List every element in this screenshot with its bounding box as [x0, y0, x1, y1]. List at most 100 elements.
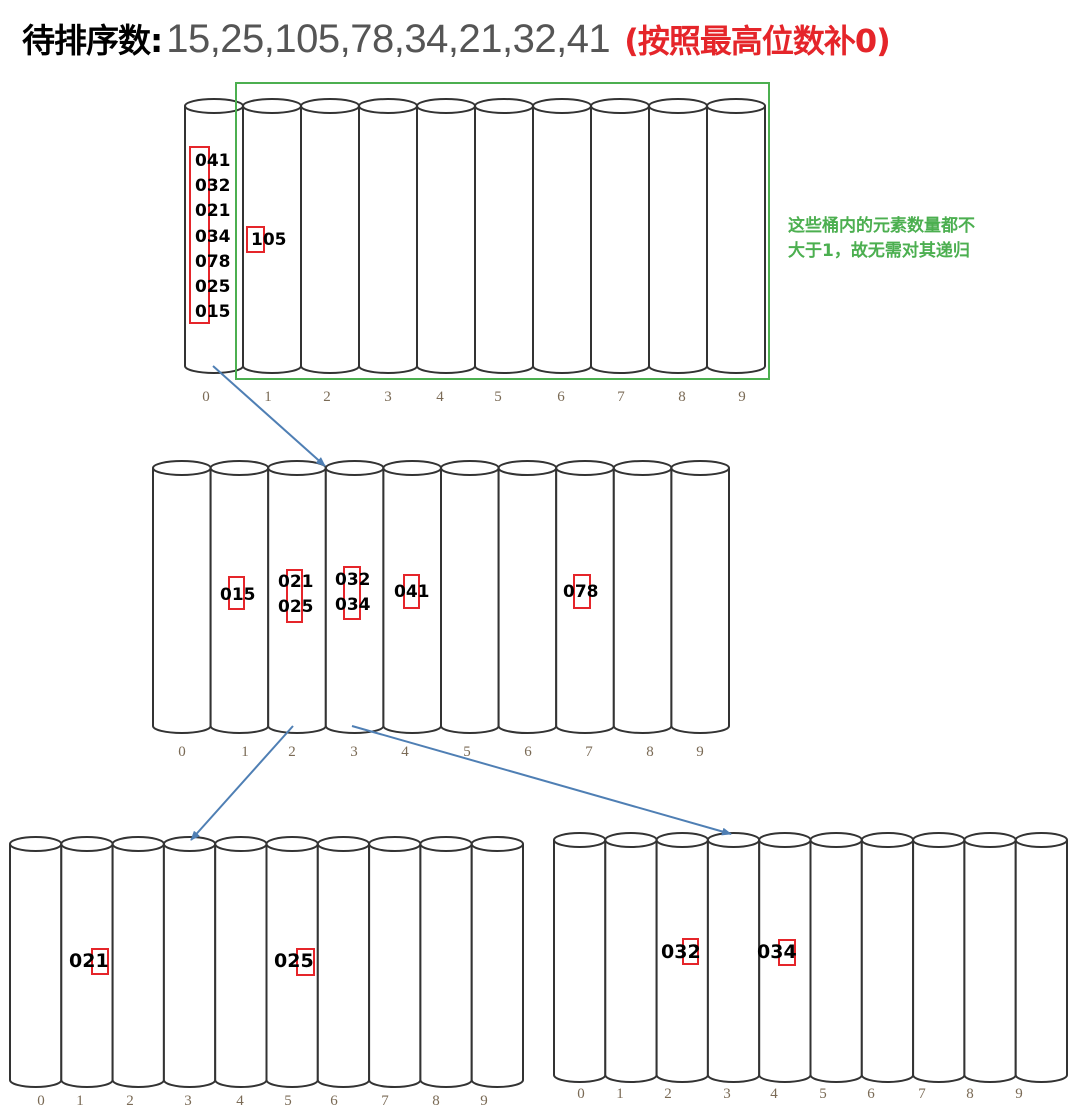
bucket-index-label: 3 — [350, 744, 358, 760]
bucket-cylinder — [963, 832, 1017, 1083]
bucket-index-label: 1 — [241, 744, 249, 760]
arrow-l2b3-to-l3b — [351, 725, 732, 836]
bucket-cylinder — [758, 832, 812, 1083]
value-l1-b1: 105 — [251, 230, 287, 250]
bucket-cylinder — [670, 460, 731, 734]
bucket-index-label: 5 — [494, 389, 502, 405]
bucket-index-label: 3 — [384, 389, 392, 405]
bucket-index-label: 2 — [126, 1093, 134, 1109]
bucket-cylinder — [60, 836, 114, 1088]
bucket-cylinder — [267, 460, 327, 734]
bucket-index-label: 0 — [202, 389, 210, 405]
bucket-cylinder — [214, 836, 268, 1088]
bucket-index-label: 6 — [557, 389, 565, 405]
bucket-index-label: 2 — [288, 744, 296, 760]
bucket-index-label: 6 — [867, 1086, 875, 1102]
bucket-cylinder — [648, 98, 708, 374]
bucket-index-label: 9 — [1015, 1086, 1023, 1102]
bucket-cylinder — [532, 98, 592, 374]
value-l1-b0-2: 021 — [195, 201, 231, 221]
bucket-cylinder — [300, 98, 360, 374]
bucket-cylinder — [152, 460, 212, 734]
bucket-index-label: 4 — [236, 1093, 244, 1109]
bucket-cylinder — [358, 98, 418, 374]
highlight-boxes — [91, 146, 796, 976]
bucket-index-label: 3 — [184, 1093, 192, 1109]
bucket-index-label: 4 — [436, 389, 444, 405]
bucket-index-label: 5 — [463, 744, 471, 760]
value-l3a-b5: 025 — [274, 950, 314, 972]
bucket-index-label: 9 — [696, 744, 704, 760]
bucket-index-label: 1 — [76, 1093, 84, 1109]
bucket-cylinder — [242, 98, 302, 374]
bucket-cylinder — [368, 836, 422, 1088]
bucket-cylinder — [9, 836, 63, 1088]
title-numbers: 15,25,105,78,34,21,32,41 — [166, 17, 611, 61]
bucket-cylinder — [706, 832, 761, 1083]
bucket-cylinder — [265, 836, 319, 1088]
bucket-index-label: 8 — [432, 1093, 440, 1109]
value-l1-b0-6: 015 — [195, 302, 231, 322]
bucket-cylinder — [209, 460, 270, 734]
bucket-index-label: 0 — [37, 1093, 45, 1109]
bucket-cylinder — [612, 460, 673, 734]
bucket-index-label: 0 — [178, 744, 186, 760]
bucket-index-label: 6 — [524, 744, 532, 760]
value-l2-b7: 078 — [563, 582, 599, 602]
bucket-cylinder — [416, 98, 476, 374]
bucket-index-label: 3 — [723, 1086, 731, 1102]
bucket-index-label: 2 — [664, 1086, 672, 1102]
value-l3a-b1: 021 — [69, 950, 109, 972]
bucket-cylinder — [860, 832, 915, 1083]
value-l2-b4: 041 — [394, 582, 430, 602]
value-l1-b0-3: 034 — [195, 227, 231, 247]
bucket-index-label: 5 — [819, 1086, 827, 1102]
bucket-index-label: 7 — [617, 389, 625, 405]
bucket-index-label: 9 — [480, 1093, 488, 1109]
title-label: 待排序数: — [22, 21, 163, 60]
bucket-cylinder — [497, 460, 558, 734]
group-box — [235, 82, 770, 380]
bucket-index-label: 4 — [770, 1086, 778, 1102]
bucket-index-label: 8 — [678, 389, 686, 405]
bucket-index-label: 6 — [330, 1093, 338, 1109]
bucket-cylinder — [706, 98, 766, 374]
bucket-index-label: 5 — [284, 1093, 292, 1109]
bucket-cylinder — [809, 832, 863, 1083]
bucket-cylinder — [470, 836, 525, 1088]
recursion-note: 这些桶内的元素数量都不 大于1，故无需对其递归 — [788, 214, 1048, 264]
bucket-index-label: 4 — [401, 744, 409, 760]
value-l2-b1: 015 — [220, 585, 256, 605]
bucket-index-label: 9 — [738, 389, 746, 405]
value-l3b-b2: 032 — [661, 941, 701, 963]
title-note: (按照最高位数补0) — [624, 22, 891, 60]
bucket-cylinder — [604, 832, 658, 1083]
bucket-index-label: 7 — [918, 1086, 926, 1102]
bucket-cylinder — [912, 832, 966, 1083]
bucket-cylinder — [162, 836, 217, 1088]
value-l1-b0-5: 025 — [195, 277, 231, 297]
arrow-l2b2-to-l3a — [190, 725, 294, 841]
recursion-note-line-2: 大于1，故无需对其递归 — [788, 241, 970, 261]
bucket-index-label: 0 — [577, 1086, 585, 1102]
value-l2-b2-1: 025 — [278, 597, 314, 617]
bucket-cylinder — [1014, 832, 1068, 1083]
recursion-note-line-1: 这些桶内的元素数量都不 — [788, 216, 975, 236]
bucket-cylinder — [555, 460, 615, 734]
bucket-index-label: 7 — [585, 744, 593, 760]
bucket-cylinder — [419, 836, 473, 1088]
bucket-cylinder — [382, 460, 443, 734]
bucket-cylinder — [553, 832, 607, 1083]
value-l2-b2-0: 021 — [278, 572, 314, 592]
value-l1-b0-1: 032 — [195, 176, 231, 196]
bucket-index-label: 1 — [616, 1086, 624, 1102]
value-l3b-b4: 034 — [757, 941, 797, 963]
bucket-index-label: 2 — [323, 389, 331, 405]
bucket-cylinder — [474, 98, 534, 374]
value-l1-b0-4: 078 — [195, 252, 231, 272]
value-l1-b0-0: 041 — [195, 151, 231, 171]
diagram-title: 待排序数:15,25,105,78,34,21,32,41 (按照最高位数补0) — [22, 14, 891, 72]
arrow-l1b0-to-l2 — [212, 365, 326, 467]
